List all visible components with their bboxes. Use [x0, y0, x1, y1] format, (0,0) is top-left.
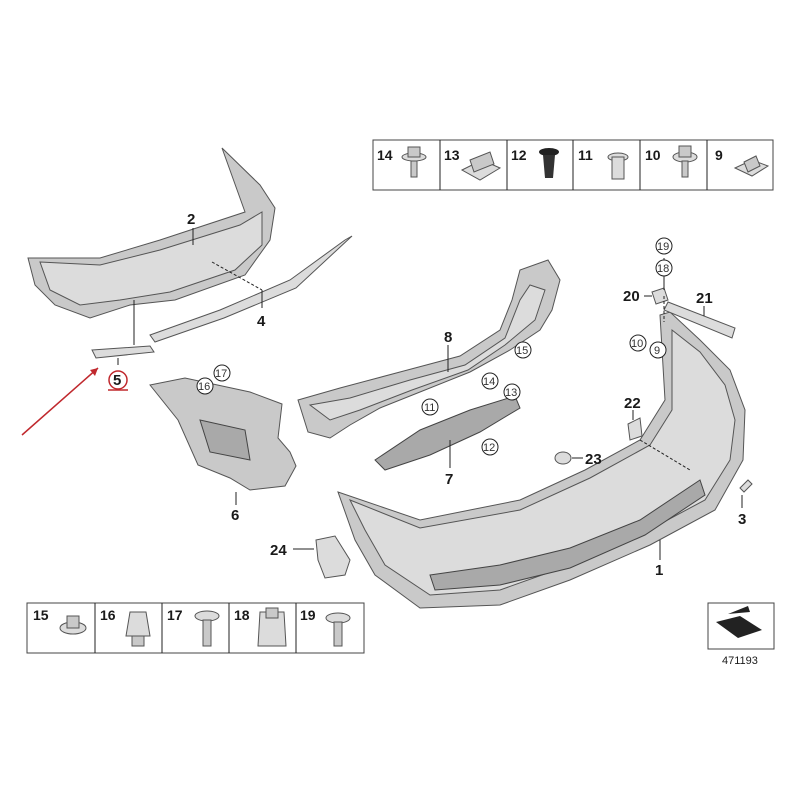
callout-19-right: 19 [657, 241, 669, 253]
side-reflector [739, 479, 753, 493]
callout-15-mid: 15 [516, 345, 528, 357]
legend-label-13: 13 [444, 147, 460, 163]
tow-hook-cover [315, 535, 351, 579]
bumper-cover-thumbnail [27, 147, 276, 319]
callout-5: 5 [113, 372, 121, 389]
callout-20: 20 [623, 288, 640, 305]
highlight-arrow [21, 367, 99, 436]
upper-trim-strip [663, 301, 736, 339]
square-clip-icon [257, 607, 287, 647]
legend-label-19: 19 [300, 607, 316, 623]
rear-bumper-cover [337, 311, 746, 609]
speed-nut-icon [733, 155, 770, 177]
callout-labels: 2 4 5 17 16 6 8 15 14 13 11 12 7 19 18 2… [108, 211, 746, 579]
trim-strip [149, 235, 353, 343]
legend-label-15: 15 [33, 607, 49, 623]
callout-7: 7 [445, 471, 453, 488]
bumper-carrier [297, 259, 561, 439]
legend-label-18: 18 [234, 607, 250, 623]
trim-clip [651, 287, 669, 305]
callout-21: 21 [696, 290, 713, 307]
callout-22: 22 [624, 395, 641, 412]
legend-label-11: 11 [578, 147, 593, 163]
clip-nut-icon [460, 151, 502, 181]
legend-label-16: 16 [100, 607, 116, 623]
rivet-washer-icon [325, 612, 351, 647]
hex-collar-bolt-icon [672, 145, 698, 178]
bottom-fastener-legend: 15 16 17 18 19 [26, 602, 365, 654]
mounting-bracket [149, 377, 297, 491]
legend-label-10: 10 [645, 147, 661, 163]
callout-13-mid: 13 [505, 387, 517, 399]
callout-4: 4 [257, 313, 266, 330]
small-bracket [627, 417, 643, 441]
callout-16-top: 16 [198, 381, 210, 393]
grommet [554, 451, 572, 465]
callout-8: 8 [444, 329, 452, 346]
orientation-symbol [707, 602, 775, 650]
top-fastener-legend: 14 13 12 11 10 9 [372, 139, 774, 191]
callout-5-circle [108, 370, 128, 390]
legend-label-9: 9 [715, 147, 723, 163]
legend-label-17: 17 [167, 607, 183, 623]
push-clip-icon [125, 611, 151, 647]
callout-2: 2 [187, 211, 195, 228]
plastic-nut-icon [607, 152, 629, 180]
expansion-rivet-icon [539, 148, 559, 178]
callout-6: 6 [231, 507, 239, 524]
callout-17-top: 17 [215, 368, 227, 380]
callout-9-right: 9 [654, 345, 660, 357]
reflector-trim [91, 345, 155, 359]
callout-12-mid: 12 [483, 442, 495, 454]
lower-grille [374, 395, 521, 471]
callout-11-mid: 11 [424, 402, 435, 414]
legend-label-12: 12 [511, 147, 527, 163]
callout-23: 23 [585, 451, 602, 468]
callout-14-mid: 14 [483, 376, 495, 388]
reference-number: 471193 [722, 655, 758, 667]
screw-washer-icon [194, 610, 220, 647]
legend-label-14: 14 [377, 147, 393, 163]
callout-10-right: 10 [631, 338, 643, 350]
flange-nut-icon [59, 615, 87, 635]
callout-24: 24 [270, 542, 287, 559]
callout-3: 3 [738, 511, 746, 528]
callout-18-right: 18 [657, 263, 669, 275]
bolt-washer-icon [401, 146, 427, 178]
callout-1: 1 [655, 562, 663, 579]
